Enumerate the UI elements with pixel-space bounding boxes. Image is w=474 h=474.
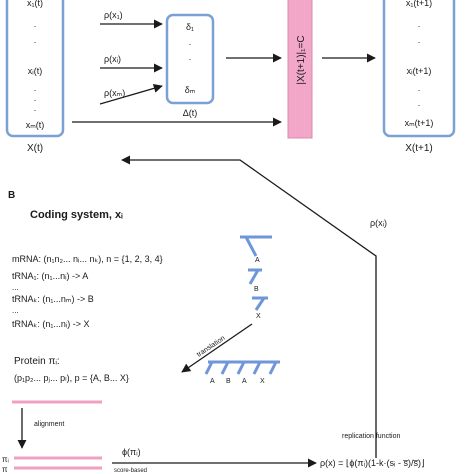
mrna-chain-label: A <box>242 378 247 385</box>
feedback-path <box>121 155 377 458</box>
trna-glyph-b <box>248 268 262 285</box>
protein-sequence: (p₁p₂... pⱼ... pₗ), p = {A, B... X} <box>14 373 129 383</box>
rho-arrow-label: ρ(x₁) <box>104 10 123 20</box>
coding-title: Coding system, xᵢ <box>30 209 123 221</box>
mrna-chain-label: A <box>210 378 215 385</box>
delta-label: Δ(t) <box>183 108 198 118</box>
vector-left-box <box>5 0 65 138</box>
phi-label: ϕ(πᵢ) <box>122 447 141 457</box>
mrna-chain <box>204 360 280 375</box>
mrna-chain-label: B <box>226 378 231 385</box>
score-label: score-based <box>114 468 147 474</box>
vector-left-row: xₘ(t) <box>26 120 45 130</box>
alignment-label: alignment <box>34 421 64 428</box>
coding-mrna: mRNA: (n₁n₂... nᵢ... nₖ), n = {1, 2, 3, … <box>12 254 163 264</box>
coding-trna-1: tRNA₁: (n₁...nᵢ) -> A <box>12 271 88 281</box>
vector-right-row: · <box>418 21 421 31</box>
trna-label: X <box>256 313 261 320</box>
protein-title: Protein πᵢ: <box>14 356 60 367</box>
vector-left-row: · <box>34 21 37 31</box>
vector-right-row: xᵢ(t+1) <box>407 66 432 76</box>
vector-left-row: x₁(t) <box>27 0 43 8</box>
delta-row: δ₁ <box>186 22 194 32</box>
delta-row: δₘ <box>185 85 196 95</box>
pi-label: π <box>2 465 8 474</box>
vector-right-box <box>382 0 456 138</box>
coding-trna-2: tRNAₖ: (n₁...nₘ) -> B <box>12 294 94 304</box>
trna-label: B <box>254 286 259 293</box>
mrna-chain-label: X <box>260 378 265 385</box>
vector-right-row: · <box>418 85 421 95</box>
section-b-letter: B <box>8 190 15 201</box>
translation-label: translation <box>196 335 227 359</box>
norm-bar-label: |X(t+1)|₁=C <box>296 35 307 84</box>
trna-glyph-a <box>240 235 272 257</box>
norm-bar <box>287 0 313 139</box>
vector-left-row: · <box>34 95 37 105</box>
delta-row: · <box>189 39 192 49</box>
trna-label: A <box>255 257 260 264</box>
rho-arrow-label: ρ(xᵢ) <box>104 54 121 64</box>
vector-right-row: · <box>418 37 421 47</box>
vector-right-row: x₁(t+1) <box>406 0 432 8</box>
vector-left-row: · <box>34 37 37 47</box>
vector-left-row: · <box>34 105 37 115</box>
delta-row: · <box>189 54 192 64</box>
translation-arrow <box>181 323 253 373</box>
vector-right-row: xₘ(t+1) <box>405 118 434 128</box>
rho-arrow-label: ρ(xₘ) <box>104 88 125 98</box>
coding-trna-3: tRNAₖ: (n₁...nᵢ) -> X <box>12 319 90 329</box>
rho-feedback-label: ρ(xᵢ) <box>370 218 387 228</box>
vector-left-label: X(t) <box>27 143 43 154</box>
vector-left-row: xᵢ(t) <box>28 66 42 76</box>
replication-label: replication function <box>342 433 400 440</box>
vector-right-label: X(t+1) <box>405 143 433 154</box>
pi-label: πᵢ <box>2 455 9 464</box>
vector-right-row: · <box>418 100 421 110</box>
delta-box <box>165 13 215 105</box>
coding-dots-1: ... <box>12 283 19 292</box>
coding-dots-2: ... <box>12 306 19 315</box>
trna-glyph-x <box>252 296 268 311</box>
rho-arrow-3 <box>99 83 163 105</box>
replication-formula: ρ(x) = ⌊ϕ(πᵢ)(1-k·(sᵢ - s̅)/s̅)⌋ <box>320 458 424 468</box>
vector-left-row: · <box>34 85 37 95</box>
